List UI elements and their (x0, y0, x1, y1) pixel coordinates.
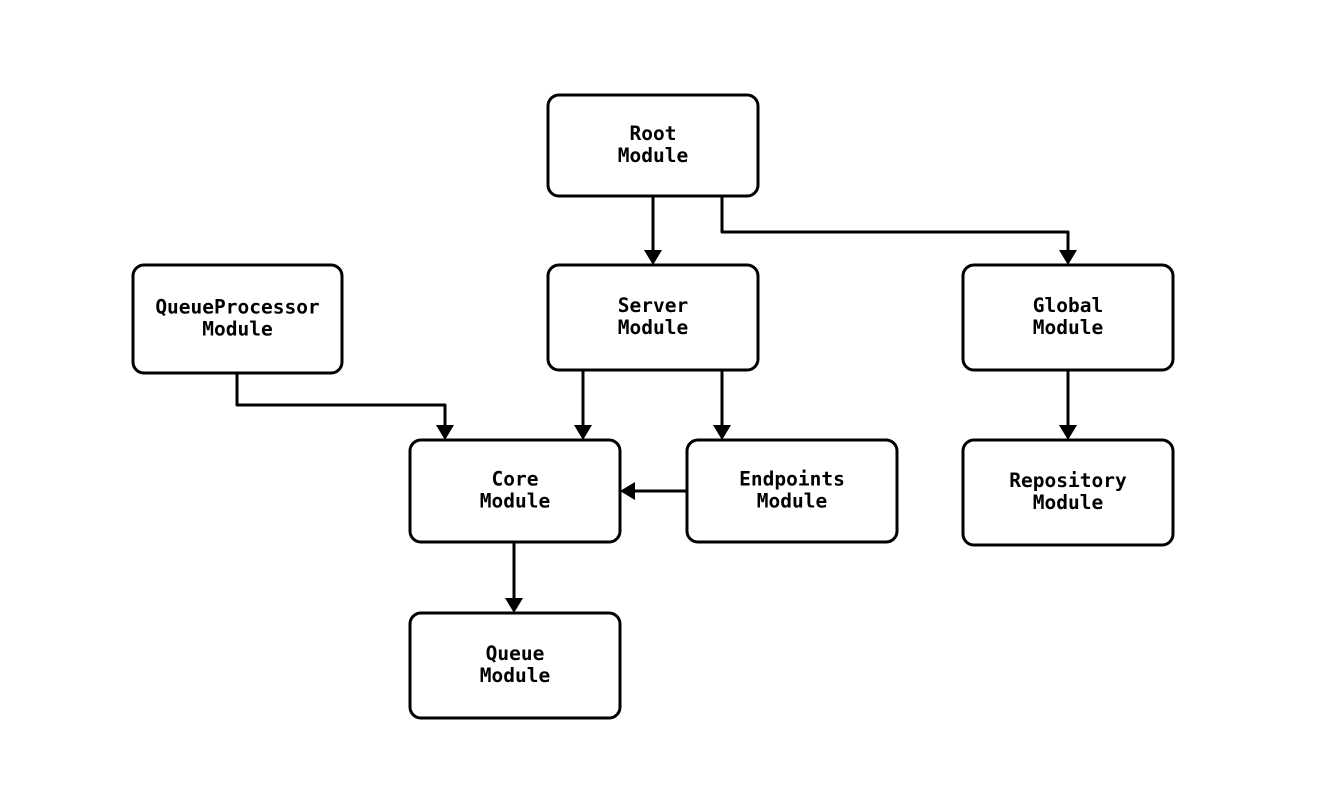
arrowhead-icon (644, 250, 662, 265)
nodes-layer: RootModuleQueueProcessorModuleServerModu… (131, 93, 1175, 720)
node-label-line2: Module (1033, 491, 1103, 514)
arrowhead-icon (436, 425, 454, 440)
node-label-line2: Module (1033, 316, 1103, 339)
edge-global-to-repository (1059, 370, 1077, 440)
arrowhead-icon (620, 482, 635, 500)
node-box[interactable] (408, 611, 622, 720)
node-box[interactable] (961, 263, 1175, 372)
arrowhead-icon (1059, 425, 1077, 440)
node-label-line2: Module (618, 316, 688, 339)
node-label-line1: Global (1033, 294, 1103, 317)
node-label-line1: Queue (486, 642, 545, 665)
node-label-line1: Repository (1009, 469, 1127, 492)
edges-layer (235, 196, 1077, 613)
node-label-line2: Module (618, 144, 688, 167)
edge-queueprocessor-to-core (235, 373, 454, 440)
edge-line (235, 373, 447, 425)
node-box[interactable] (546, 263, 760, 372)
edge-core-to-queue (505, 542, 523, 613)
edge-root-to-global (720, 196, 1077, 265)
edge-root-to-server (644, 196, 662, 265)
node-box[interactable] (961, 438, 1175, 547)
node-box[interactable] (546, 93, 760, 198)
node-label-line1: Endpoints (739, 468, 845, 491)
node-box[interactable] (131, 263, 344, 375)
arrowhead-icon (1059, 250, 1077, 265)
node-label-line1: Core (492, 468, 539, 491)
node-label-line2: Module (480, 664, 550, 687)
node-label-line2: Module (757, 490, 827, 513)
edge-endpoints-to-core (620, 482, 687, 500)
edge-line (720, 196, 1070, 250)
arrowhead-icon (574, 425, 592, 440)
node-label-line1: Root (630, 122, 677, 145)
edge-server-to-core (574, 370, 592, 440)
node-box[interactable] (685, 438, 899, 544)
arrowhead-icon (505, 598, 523, 613)
node-label-line1: Server (618, 294, 688, 317)
node-label-line2: Module (202, 318, 272, 341)
node-label-line2: Module (480, 490, 550, 513)
arrowhead-icon (713, 425, 731, 440)
node-box[interactable] (408, 438, 622, 544)
node-label-line1: QueueProcessor (155, 296, 319, 319)
edge-server-to-endpoints (713, 370, 731, 440)
